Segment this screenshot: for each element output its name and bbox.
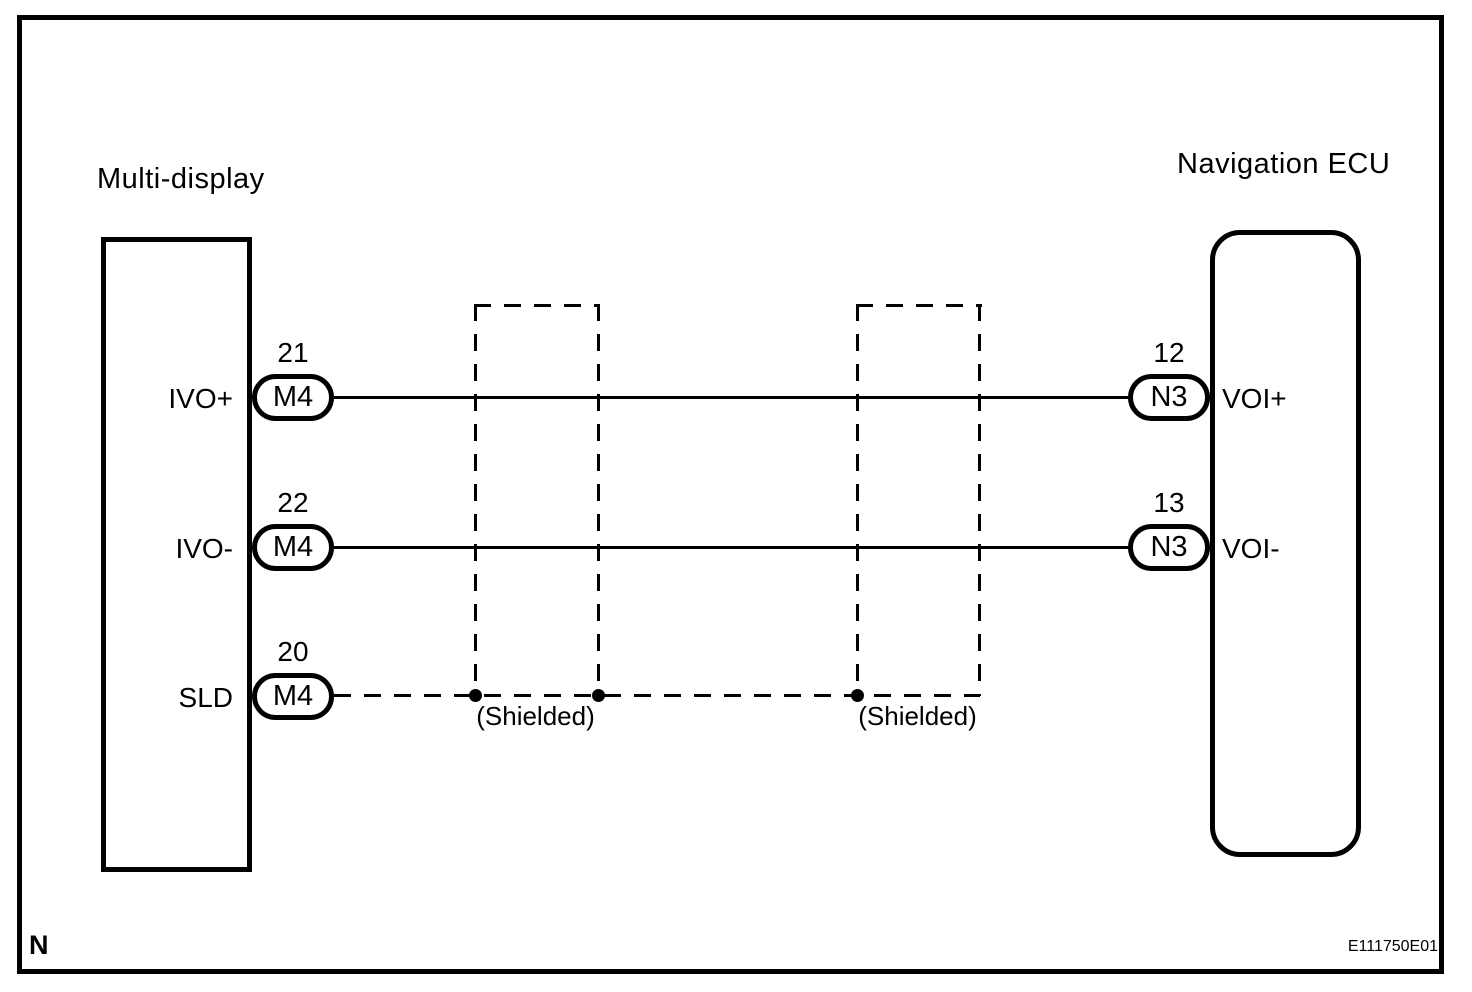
shield-box-2-left	[856, 304, 859, 696]
connector-pill-m4-22: M4	[252, 524, 334, 571]
page-marker: N	[29, 930, 49, 960]
navigation-ecu-box	[1210, 230, 1361, 857]
shield-box-2-right	[978, 304, 981, 696]
signal-label-ivo-minus: IVO-	[175, 533, 233, 564]
pin-number-13: 13	[1153, 487, 1185, 518]
left-component-title: Multi-display	[97, 163, 265, 195]
shield-junction-dot-1b	[592, 689, 605, 702]
connector-pill-n3-13: N3	[1128, 524, 1210, 571]
connector-pill-m4-20: M4	[252, 673, 334, 720]
shield-box-2-top	[856, 304, 982, 307]
shield-box-1-left	[474, 304, 477, 696]
connector-pill-n3-12: N3	[1128, 374, 1210, 421]
pin-number-21: 21	[277, 337, 309, 368]
pin-number-20: 20	[277, 636, 309, 667]
wire-shield-drain	[334, 694, 980, 697]
shield-box-1-top	[474, 304, 600, 307]
diagram-border	[17, 15, 1444, 974]
pin-number-12: 12	[1153, 337, 1185, 368]
shield-label-2: (Shielded)	[858, 701, 977, 731]
wire-ivo-plus	[334, 396, 1128, 399]
signal-label-ivo-plus: IVO+	[168, 383, 233, 414]
right-component-title: Navigation ECU	[1177, 148, 1391, 180]
shield-label-1: (Shielded)	[476, 701, 595, 731]
shield-box-1-right	[597, 304, 600, 696]
pin-number-22: 22	[277, 487, 309, 518]
signal-label-sld: SLD	[178, 682, 233, 713]
shield-junction-dot-2a	[851, 689, 864, 702]
figure-code: E111750E01	[1347, 938, 1438, 955]
wire-ivo-minus	[334, 546, 1128, 549]
signal-label-voi-plus: VOI+	[1222, 383, 1287, 414]
connector-pill-m4-21: M4	[252, 374, 334, 421]
multi-display-box	[101, 237, 252, 872]
signal-label-voi-minus: VOI-	[1222, 533, 1280, 564]
shield-junction-dot-1a	[469, 689, 482, 702]
